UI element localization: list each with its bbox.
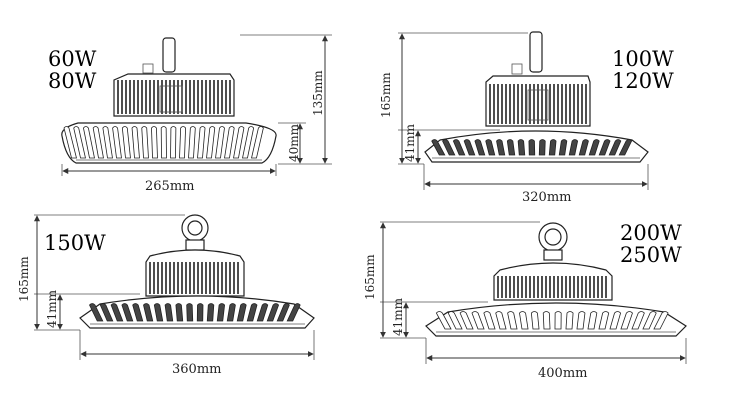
wattage-label: 150W <box>44 231 106 255</box>
wattage-label: 60W <box>48 47 97 71</box>
height-dimension-label: 165mm <box>379 72 393 118</box>
lamp-100w-120w: 100W 120W 320mm 165mm 41mm <box>379 31 674 205</box>
width-dimension-label: 265mm <box>145 179 194 194</box>
base-dimension-label: 40mm <box>287 123 301 162</box>
base-dimension-label: 41mm <box>403 123 417 162</box>
base-dimension-label: 41mm <box>391 297 405 336</box>
lamp-150w: 150W 360mm 165mm 41mm <box>17 214 315 377</box>
wattage-label: 250W <box>620 243 682 267</box>
height-dimension-label: 135mm <box>311 70 325 116</box>
lamp-drawing <box>425 222 687 337</box>
width-dimension-label: 400mm <box>538 366 587 381</box>
wattage-label: 80W <box>48 69 97 93</box>
lamp-drawing <box>424 31 649 163</box>
width-dimension-label: 320mm <box>522 190 571 205</box>
height-dimension-label: 165mm <box>363 254 377 300</box>
wattage-label: 200W <box>620 221 682 245</box>
width-dimension-label: 360mm <box>172 362 221 377</box>
base-dimension-label: 41mm <box>45 289 59 328</box>
lamp-60w-80w: 60W 80W 265mm 135mm 40mm <box>48 34 332 194</box>
wattage-label: 120W <box>612 69 674 93</box>
height-dimension-label: 165mm <box>17 256 31 302</box>
lamp-200w-250w: 200W 250W 400mm 165mm 41mm <box>363 221 687 381</box>
lamp-drawing <box>79 214 315 329</box>
wattage-label: 100W <box>612 47 674 71</box>
lamp-drawing <box>61 37 277 164</box>
